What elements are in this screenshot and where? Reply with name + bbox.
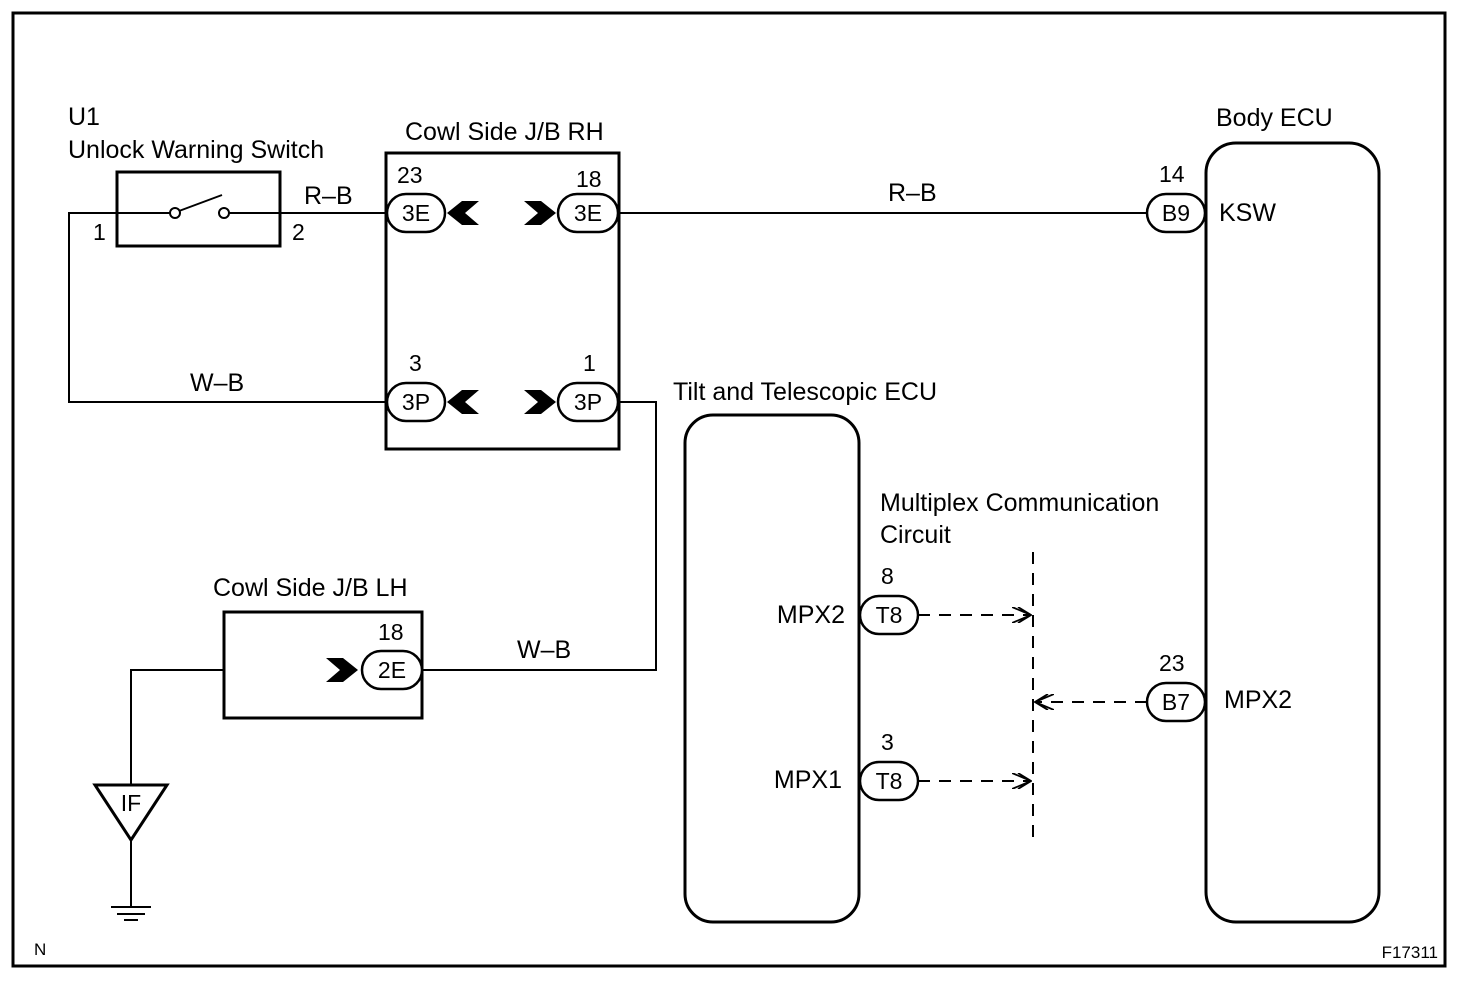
connector-3e-left-label: 3E <box>402 200 430 226</box>
multiplex-title-line1: Multiplex Communication <box>880 489 1159 517</box>
jb-rh-3p-right-pin: 1 <box>583 350 596 376</box>
body-ecu-mpx2-pin: 23 <box>1159 650 1185 676</box>
jb-rh-3p-left-pin: 3 <box>409 350 422 376</box>
diagram-frame <box>11 11 1447 968</box>
tilt-ecu-mpx2-pin: 8 <box>881 563 894 589</box>
tilt-ecu-box <box>683 413 861 924</box>
arrow-3p-right <box>524 390 556 414</box>
switch-lever <box>178 194 223 212</box>
wire-wb-jb-lh <box>423 401 657 671</box>
connector-b7-label: B7 <box>1162 689 1190 715</box>
body-ecu-mpx2-terminal: MPX2 <box>1224 686 1292 714</box>
tilt-ecu-mpx1-pin: 3 <box>881 729 894 755</box>
connector-3e-left <box>385 192 447 234</box>
switch-pin-2: 2 <box>292 219 305 245</box>
body-ecu-box <box>1204 141 1381 924</box>
connector-3e-right <box>556 192 620 234</box>
connector-3p-left-label: 3P <box>402 389 430 415</box>
wire-wb-switch <box>68 212 386 403</box>
connector-3p-right-label: 3P <box>574 389 602 415</box>
wire-label-wb-left: W–B <box>190 369 244 397</box>
corner-label-left: N <box>34 940 46 959</box>
jb-rh: Cowl Side J/B RH 23 3E 18 3E 3 3P 1 3P <box>384 118 621 451</box>
body-ecu-ksw-terminal: KSW <box>1219 199 1276 227</box>
figure-code: F17311 <box>1382 943 1438 962</box>
switch-pin-1: 1 <box>93 219 106 245</box>
jb-lh-2e-pin: 18 <box>378 619 404 645</box>
multiplex-title-line2: Circuit <box>880 521 951 549</box>
jb-rh-3e-right-pin: 18 <box>576 166 602 192</box>
connector-3e-right-label: 3E <box>574 200 602 226</box>
body-ecu-ksw-pin: 14 <box>1159 161 1185 187</box>
wire-label-rb-right: R–B <box>888 179 937 207</box>
multiplex-circuit: Multiplex Communication Circuit <box>880 489 1159 842</box>
connector-2e <box>360 649 424 691</box>
switch-name: Unlock Warning Switch <box>68 136 324 164</box>
jb-rh-title: Cowl Side J/B RH <box>405 118 604 146</box>
tilt-ecu-title: Tilt and Telescopic ECU <box>673 378 937 406</box>
jb-rh-3e-left-pin: 23 <box>397 162 423 188</box>
switch-box <box>115 170 282 248</box>
switch-contact-left <box>169 207 181 219</box>
wire-label-wb-lower: W–B <box>517 636 571 664</box>
arrow-2e <box>326 658 358 682</box>
connector-t8-mpx2-label: T8 <box>876 602 903 628</box>
tilt-ecu-mpx2-terminal: MPX2 <box>777 601 845 629</box>
ground-label: IF <box>121 790 141 816</box>
connector-b9-label: B9 <box>1162 200 1190 226</box>
arrow-3e-right <box>524 201 556 225</box>
connector-3p-right <box>556 381 620 423</box>
connector-2e-label: 2E <box>378 657 406 683</box>
arrow-3e-left <box>447 201 479 225</box>
connector-t8-mpx1-label: T8 <box>876 768 903 794</box>
jb-lh-title: Cowl Side J/B LH <box>213 574 408 602</box>
connector-b9 <box>1145 192 1207 234</box>
ground-triangle <box>92 783 170 843</box>
switch-id: U1 <box>68 103 100 131</box>
body-ecu: Body ECU 14 B9 KSW 23 B7 MPX2 <box>1145 104 1381 924</box>
arrow-3p-left <box>447 390 479 414</box>
tilt-telescopic-ecu: Tilt and Telescopic ECU MPX2 8 T8 MPX1 3… <box>673 378 937 924</box>
switch-contact-right <box>218 207 230 219</box>
unlock-warning-switch: U1 Unlock Warning Switch 1 2 <box>68 103 324 248</box>
tilt-ecu-mpx1-terminal: MPX1 <box>774 766 842 794</box>
connector-3p-left <box>385 381 447 423</box>
wire-label-rb-left: R–B <box>304 182 353 210</box>
connector-b7 <box>1145 681 1207 723</box>
jb-lh: Cowl Side J/B LH 18 2E <box>213 574 424 720</box>
body-ecu-title: Body ECU <box>1216 104 1333 132</box>
ground-if: IF <box>92 783 170 921</box>
